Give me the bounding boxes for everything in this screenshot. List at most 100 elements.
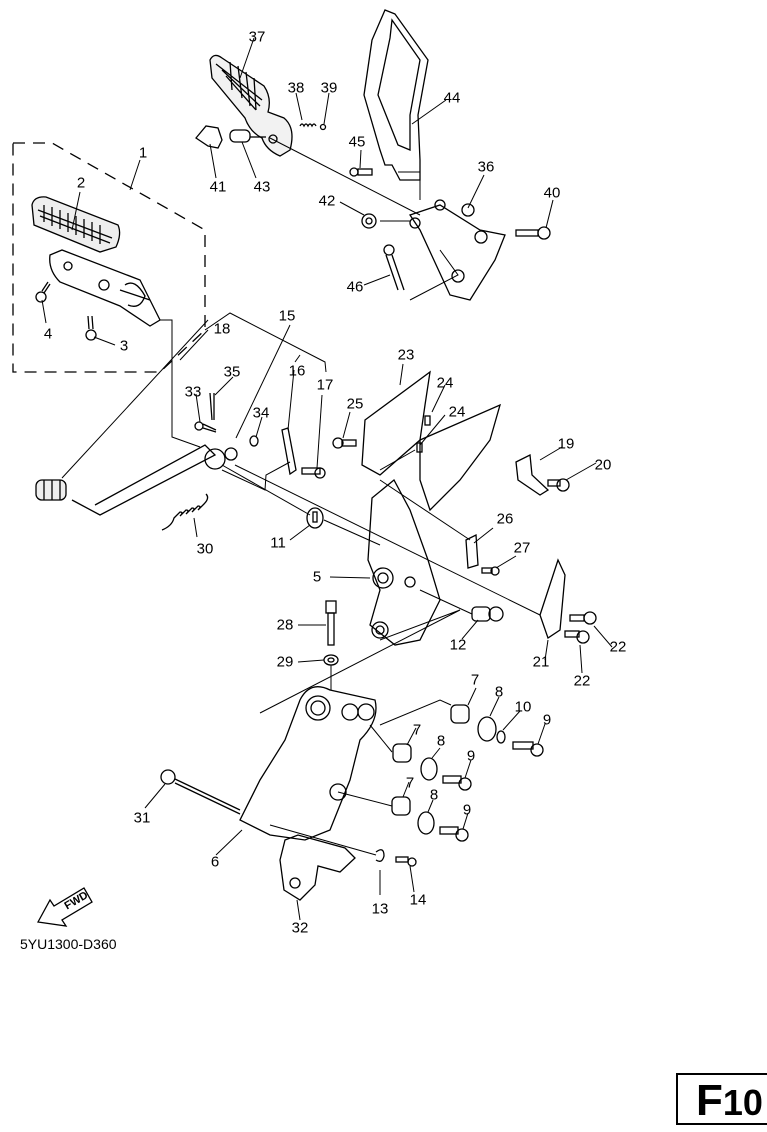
heel-guard-part-44	[363, 9, 429, 181]
subassembly-boundary	[12, 142, 206, 373]
callout-36: 36	[477, 158, 495, 176]
bolt-part-4	[35, 281, 51, 303]
bracket-part-36	[408, 199, 506, 301]
callout-7c: 7	[405, 774, 415, 792]
callout-40: 40	[543, 184, 561, 202]
callout-7b: 7	[412, 721, 422, 739]
page-identifier: F10	[676, 1073, 767, 1125]
callout-25: 25	[346, 395, 364, 413]
bolt-part-25	[332, 437, 357, 449]
hole	[289, 877, 301, 889]
lever-part-16	[281, 427, 297, 476]
callout-11: 11	[270, 534, 286, 552]
bolt-part-31	[160, 769, 241, 815]
pin-part-35	[209, 392, 215, 421]
callout-5: 5	[312, 568, 322, 586]
footrest-bracket-part-5	[367, 478, 441, 646]
shift-pedal-part-18	[35, 444, 238, 516]
callout-37: 37	[248, 28, 266, 46]
callout-9b: 9	[466, 747, 476, 765]
assembly-lines	[61, 137, 541, 856]
plate-part-21	[539, 558, 566, 640]
nut-part-42	[361, 213, 377, 229]
heel-plate-inner	[419, 403, 502, 512]
callout-8c: 8	[429, 786, 439, 804]
callout-24b: 24	[448, 403, 466, 421]
callout-9a: 9	[542, 711, 552, 729]
callout-20: 20	[594, 456, 612, 474]
callout-19: 19	[557, 435, 575, 453]
callout-3: 3	[119, 337, 129, 355]
callout-8a: 8	[494, 683, 504, 701]
bolt-part-28	[325, 600, 337, 646]
clip-part-13	[375, 849, 385, 862]
callout-39: 39	[320, 79, 338, 97]
callout-15: 15	[278, 307, 296, 325]
washer-part-29	[323, 654, 339, 666]
rubber-part-24a	[424, 415, 431, 426]
callout-31: 31	[133, 809, 151, 827]
callout-29: 29	[276, 653, 294, 671]
callout-33: 33	[184, 383, 202, 401]
callout-8b: 8	[436, 732, 446, 750]
washer-part-34	[249, 435, 259, 447]
callout-6: 6	[210, 853, 220, 871]
main-bracket-part-6	[239, 686, 377, 841]
washer-part-11	[306, 507, 324, 529]
bushing-stack-middle	[392, 743, 472, 791]
bushing-stack-bottom	[391, 796, 469, 842]
spring-part-38	[299, 123, 317, 128]
bolt-part-22a	[569, 611, 597, 625]
callout-43: 43	[253, 178, 271, 196]
callout-24a: 24	[436, 374, 454, 392]
callout-38: 38	[287, 79, 305, 97]
callout-23: 23	[397, 346, 415, 364]
callout-28: 28	[276, 616, 294, 634]
bolt-part-20	[547, 478, 570, 492]
diagram-code: 5YU1300-D360	[20, 936, 117, 952]
callout-32: 32	[291, 919, 309, 937]
bolt-part-46	[383, 244, 405, 291]
callout-17: 17	[316, 376, 334, 394]
rubber-part-24b	[416, 442, 423, 453]
page-id-number: 10	[722, 1082, 763, 1123]
bracket-part-32	[279, 834, 356, 901]
callout-10: 10	[514, 698, 532, 716]
ball-part-39	[319, 123, 327, 131]
callout-45: 45	[348, 133, 366, 151]
callout-1: 1	[138, 144, 148, 162]
page-id-letter: F	[696, 1076, 723, 1125]
bolt-part-12	[471, 606, 504, 622]
bolt-part-27	[481, 566, 500, 576]
peg-part-37	[209, 54, 293, 157]
callout-35: 35	[223, 363, 241, 381]
footrest-rubber-part-2	[31, 196, 121, 253]
bolt-part-40	[515, 226, 551, 240]
callout-leaders	[41, 37, 613, 921]
callout-16: 16	[288, 362, 306, 380]
spring-part-30	[161, 493, 209, 531]
callout-42: 42	[318, 192, 336, 210]
bolt-part-14	[395, 856, 417, 867]
callout-41: 41	[209, 178, 227, 196]
collar-part-43	[229, 129, 251, 143]
bracket-part-19	[515, 453, 550, 496]
callout-21: 21	[532, 653, 550, 671]
bolt-part-17	[301, 467, 326, 479]
callout-14: 14	[409, 891, 427, 909]
callout-26: 26	[496, 510, 514, 528]
callout-4: 4	[43, 325, 53, 343]
callout-44: 44	[443, 89, 461, 107]
fwd-arrow-icon: FWD	[36, 887, 93, 927]
callout-22b: 22	[573, 672, 591, 690]
callout-9c: 9	[462, 801, 472, 819]
bolt-part-45	[349, 167, 373, 177]
callout-2: 2	[76, 174, 86, 192]
callout-13: 13	[371, 900, 389, 918]
bushing-stack-top	[450, 704, 544, 757]
callout-22a: 22	[609, 638, 627, 656]
callout-18: 18	[213, 320, 231, 338]
callout-30: 30	[196, 540, 214, 558]
callout-7a: 7	[470, 671, 480, 689]
bolt-part-3	[85, 315, 97, 341]
